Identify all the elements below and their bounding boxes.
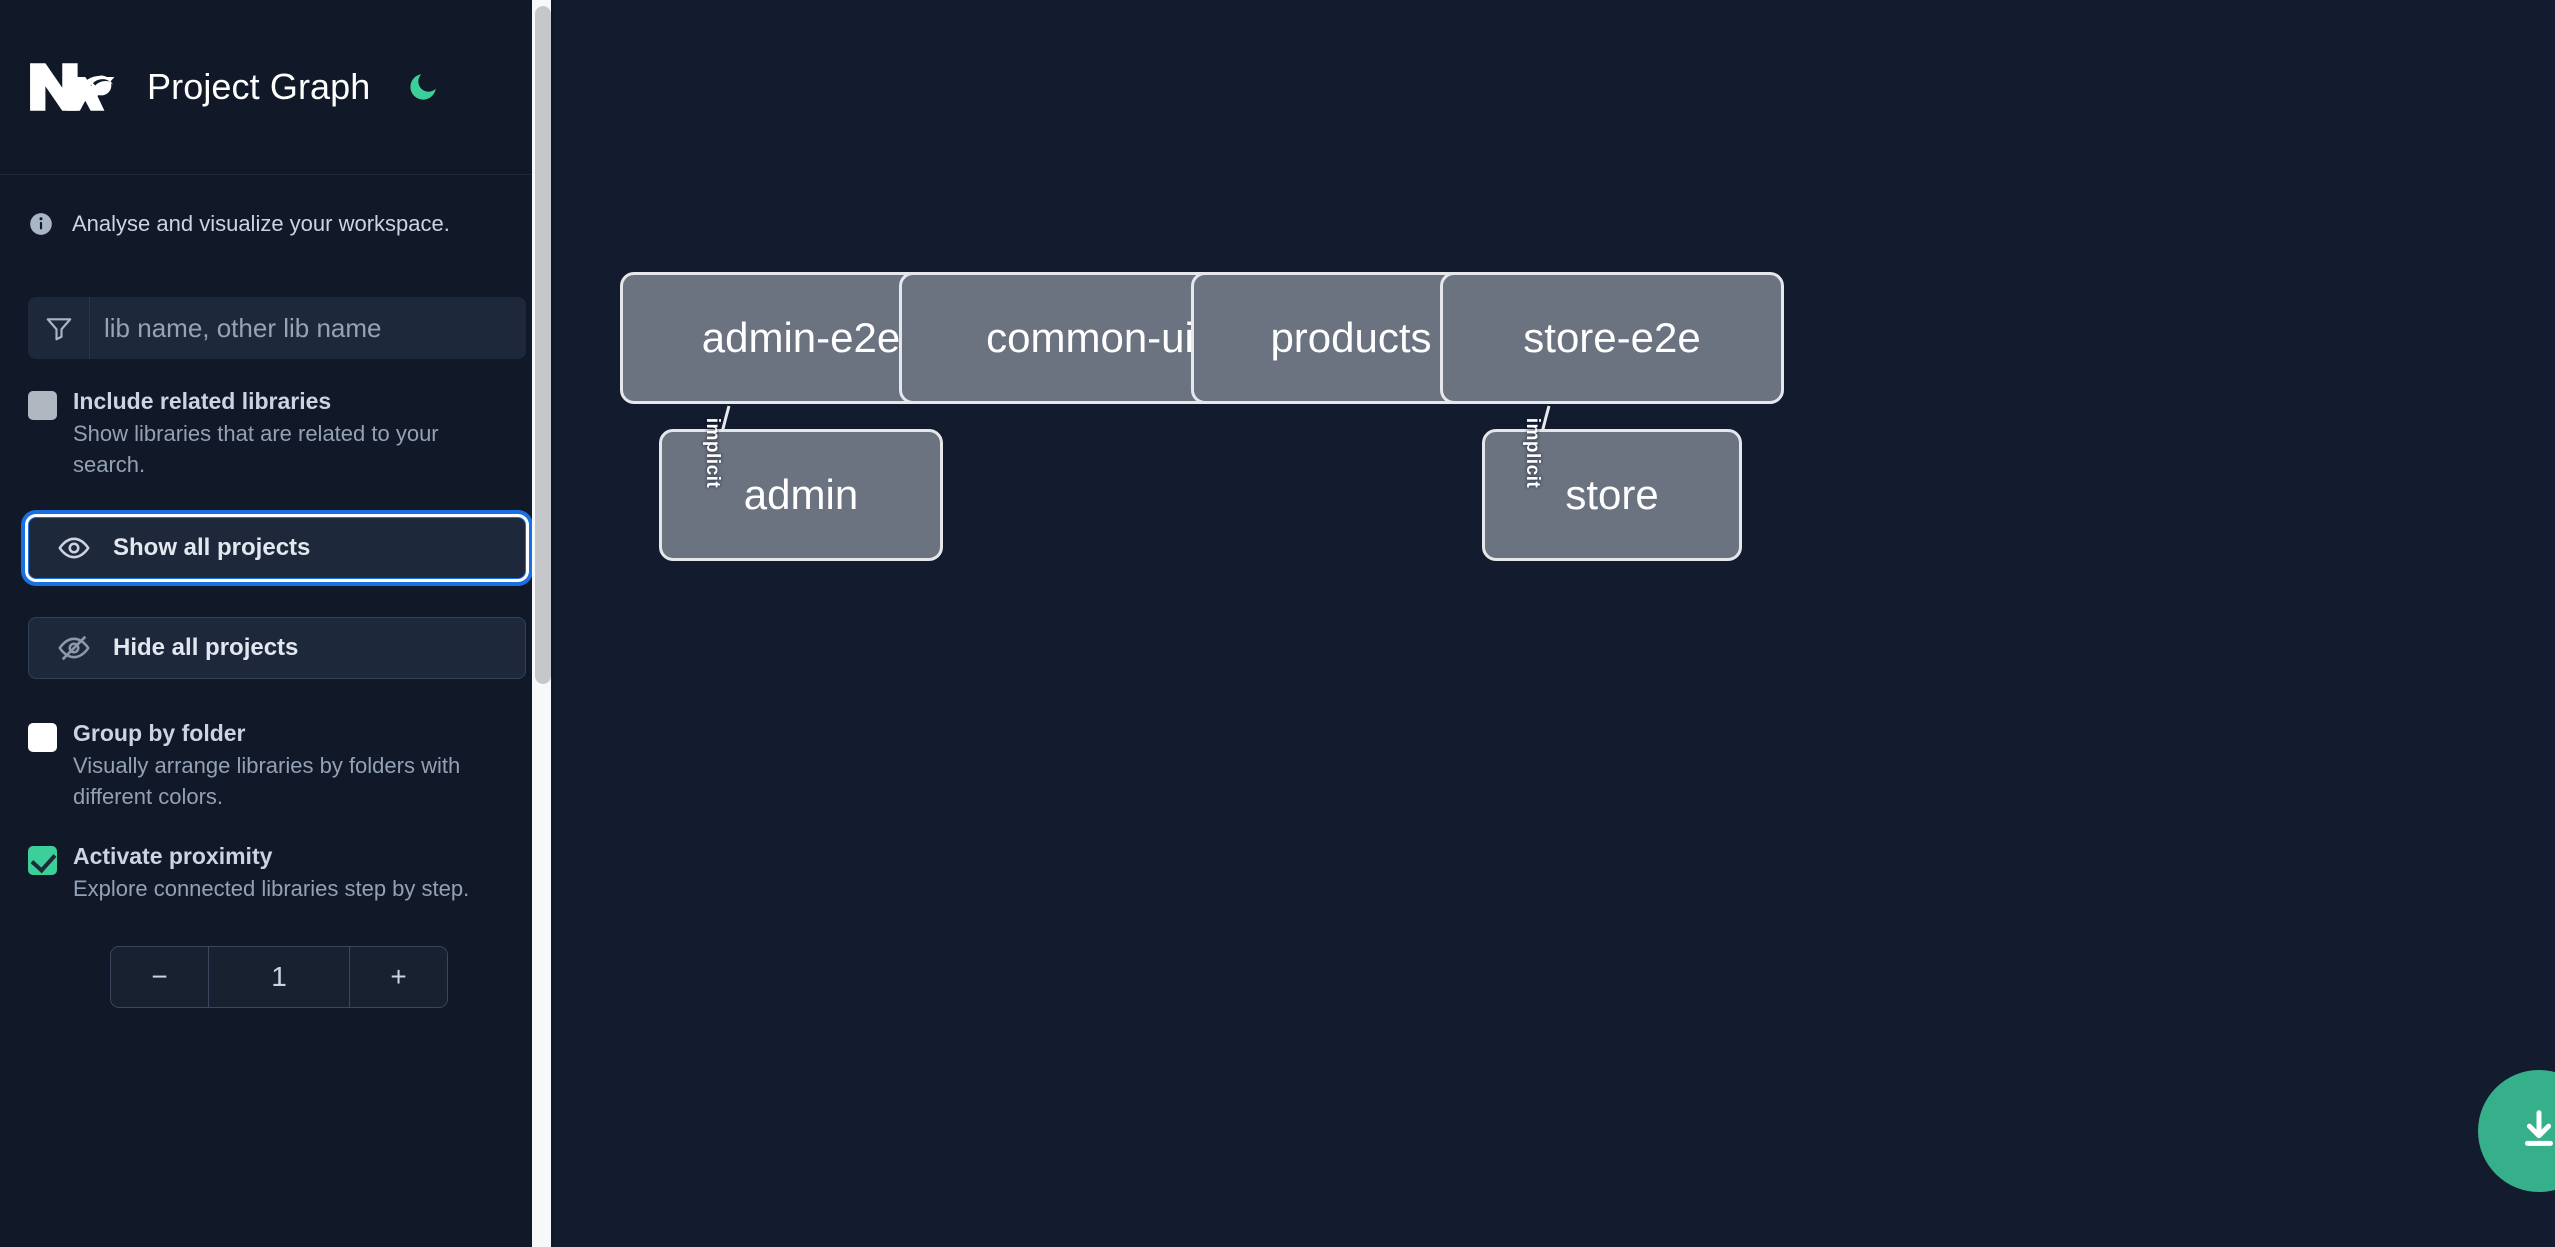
activate-proximity-label: Activate proximity: [73, 843, 273, 870]
eye-icon: [57, 531, 91, 565]
sidebar-scrollbar[interactable]: [532, 0, 554, 1247]
show-all-projects-button[interactable]: Show all projects: [28, 516, 526, 579]
graph-node-label: common-ui: [986, 314, 1194, 361]
option-include-related-libraries[interactable]: Include related libraries Show libraries…: [0, 387, 554, 481]
tagline-text: Analyse and visualize your workspace.: [72, 211, 450, 236]
option-activate-proximity[interactable]: Activate proximity Explore connected lib…: [0, 842, 554, 904]
graph-node-label: admin-e2e: [701, 314, 901, 361]
proximity-decrement-button[interactable]: −: [111, 947, 209, 1008]
include-related-libraries-description: Show libraries that are related to your …: [73, 421, 439, 478]
proximity-stepper: − 1 +: [110, 946, 448, 1009]
group-by-folder-label: Group by folder: [73, 719, 246, 746]
option-group-by-folder[interactable]: Group by folder Visually arrange librari…: [0, 719, 554, 813]
proximity-increment-button[interactable]: +: [349, 947, 447, 1008]
include-related-libraries-checkbox[interactable]: [28, 391, 57, 420]
eye-off-icon: [57, 631, 91, 665]
search-input[interactable]: [90, 297, 526, 359]
download-icon: [2516, 1107, 2555, 1156]
edge-label-store-e2e-to-store: implicit: [1522, 417, 1543, 489]
graph-node-store[interactable]: store: [1482, 429, 1742, 561]
sidebar-header: Project Graph: [0, 0, 554, 175]
graph-node-label: products: [1270, 314, 1432, 361]
sidebar-scrollbar-thumb[interactable]: [535, 6, 551, 684]
hide-all-projects-label: Hide all projects: [113, 633, 299, 661]
activate-proximity-description: Explore connected libraries step by step…: [73, 876, 470, 902]
workspace-tagline: Analyse and visualize your workspace.: [0, 181, 554, 267]
graph-node-label: store: [1565, 471, 1659, 518]
show-all-projects-label: Show all projects: [113, 533, 311, 561]
search-bar: [28, 297, 526, 359]
moon-icon[interactable]: [402, 66, 444, 108]
sidebar-divider: [551, 0, 554, 1247]
filter-icon[interactable]: [28, 297, 90, 359]
edge-label-admin-e2e-to-admin: implicit: [702, 417, 723, 489]
sidebar: Project Graph Analyse and visualize your…: [0, 0, 554, 1247]
proximity-value: 1: [209, 947, 349, 1008]
graph-node-store-e2e[interactable]: store-e2e: [1440, 272, 1784, 404]
graph-canvas[interactable]: admin-e2e common-ui products store-e2e a…: [554, 0, 2555, 1247]
group-by-folder-checkbox[interactable]: [28, 722, 57, 752]
activate-proximity-checkbox[interactable]: [28, 846, 57, 876]
page-title: Project Graph: [147, 66, 371, 107]
graph-node-label: store-e2e: [1523, 314, 1701, 361]
group-by-folder-description: Visually arrange libraries by folders wi…: [73, 752, 461, 809]
graph-node-admin[interactable]: admin: [659, 429, 943, 561]
graph-edges: [704, 405, 1551, 550]
include-related-libraries-label: Include related libraries: [73, 388, 332, 414]
project-visibility-buttons: Show all projects Hide all projects: [28, 516, 526, 679]
graph-node-label: admin: [743, 471, 859, 518]
nx-logo-icon: [27, 57, 119, 117]
info-icon: [28, 211, 54, 237]
hide-all-projects-button[interactable]: Hide all projects: [28, 616, 526, 679]
